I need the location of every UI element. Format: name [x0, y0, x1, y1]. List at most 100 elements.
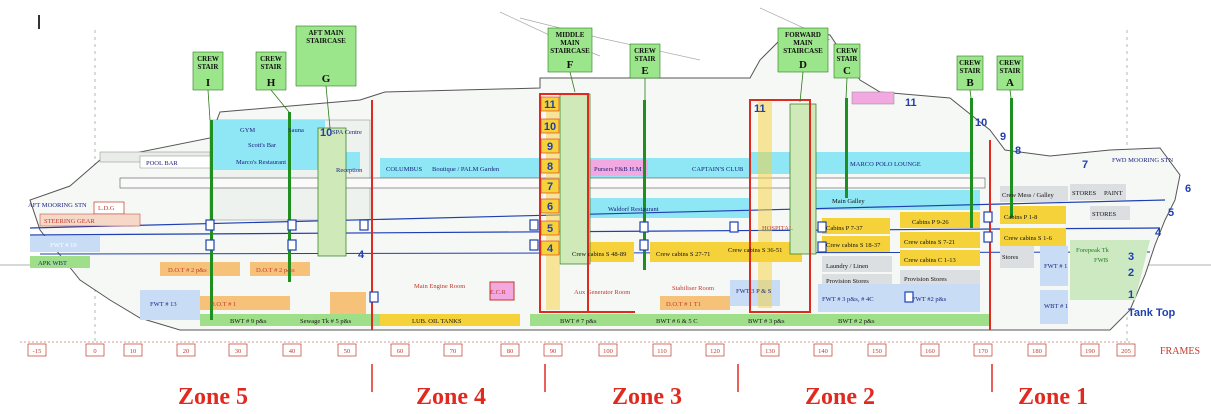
label-8: Boutique / PALM Garden — [432, 166, 500, 173]
crew-cabins-s-1-6 — [1000, 228, 1066, 246]
label-57: BWT # 2 p&s — [838, 318, 875, 325]
crew-stair-i-letter: I — [206, 77, 210, 89]
middle-main-staircase-f-letter: F — [567, 59, 574, 71]
label-51: BWT # 9 p&s — [230, 318, 267, 325]
label-49: D.O.T # 2 p&s — [256, 267, 295, 274]
label-19: Cabins P 7-37 — [826, 225, 863, 232]
fwt10-tank — [30, 236, 100, 252]
label-4: POOL BAR — [146, 160, 178, 167]
deck-number-fwd-8: 8 — [1015, 145, 1021, 157]
label-34: FWD MOORING STN — [1112, 157, 1173, 164]
deck-line-4 — [29, 227, 1161, 236]
svg-text:5: 5 — [547, 223, 553, 235]
frame-tick-40: 40 — [282, 343, 302, 357]
deck-number-mid-7: 7 — [540, 178, 560, 194]
frame-tick-50: 50 — [337, 343, 357, 357]
dot-lower-tank — [190, 296, 290, 310]
zone-separators — [371, 364, 993, 392]
svg-text:20: 20 — [183, 348, 190, 355]
bwt3-tank — [730, 314, 820, 326]
forward-main-staircase-d-text-2: MAIN — [793, 39, 812, 47]
frame-tick-80: 80 — [500, 343, 520, 357]
zone-5-label: Zone 5 — [178, 384, 249, 410]
crew-stair-h-text-1: CREW — [260, 55, 282, 63]
crew-stair-a-letter: A — [1006, 77, 1014, 89]
deck-number-mid-9: 9 — [540, 138, 560, 154]
label-53: LUB. OIL TANKS — [412, 318, 462, 325]
label-30: Provision Stores — [826, 278, 869, 285]
crew-stair-i-text-2: STAIR — [198, 63, 220, 71]
svg-text:10: 10 — [130, 348, 137, 355]
crew-stair-e-text-1: CREW — [634, 47, 656, 55]
svg-text:6: 6 — [547, 201, 553, 213]
label-25: Crew cabins C 1-13 — [904, 257, 956, 264]
crew-mess-galley-room — [1000, 186, 1068, 202]
label-16: PAINT — [1104, 190, 1123, 197]
label-5: Marco's Restaurant — [236, 159, 286, 166]
label-24: Crew cabins S 1-6 — [1004, 235, 1053, 242]
label-42: FWB — [1094, 257, 1109, 264]
label-29: Laundry / Linen — [826, 263, 869, 270]
svg-text:180: 180 — [1032, 348, 1042, 355]
aft-main-staircase-g-letter: G — [322, 73, 331, 85]
deck-markers — [205, 211, 993, 303]
waldorf-restaurant-area — [560, 198, 750, 218]
deck-number-extra-2: 11 — [754, 103, 766, 115]
deck-number-mid-8: 8 — [540, 158, 560, 174]
frame-tick-190: 190 — [1080, 343, 1100, 357]
label-56: BWT # 3 p&s — [748, 318, 785, 325]
svg-text:40: 40 — [289, 348, 296, 355]
zone-4-label: Zone 4 — [416, 384, 487, 410]
crew-cabins-c-1-13 — [900, 250, 980, 266]
bwt6-tank — [640, 314, 730, 326]
label-46: FWT # 13 — [150, 301, 177, 308]
crew-stair-i-text-1: CREW — [197, 55, 219, 63]
fwt13-tank — [140, 290, 200, 320]
svg-text:10: 10 — [544, 121, 556, 133]
dot-mid-tank — [250, 262, 310, 276]
deck-number-mid-10: 10 — [540, 118, 560, 134]
frame-tick-130: 130 — [760, 343, 780, 357]
label-48: D.O.T # 2 p&s — [168, 267, 207, 274]
label-23: Crew cabins S 7-21 — [904, 239, 955, 246]
label-28: Crew cabins S 36-51 — [728, 247, 782, 254]
frame-tick-70: 70 — [443, 343, 463, 357]
stores-paint-room — [1070, 184, 1126, 200]
svg-text:60: 60 — [397, 348, 404, 355]
deck-number-mid-4: 4 — [540, 240, 560, 256]
svg-text:50: 50 — [344, 348, 351, 355]
svg-text:140: 140 — [818, 348, 828, 355]
deck-number-fwd-9: 9 — [1000, 131, 1006, 143]
label-33: AFT MOORING STN — [28, 202, 87, 209]
crew-cabins-s-18-37 — [822, 236, 890, 252]
svg-text:4: 4 — [547, 243, 554, 255]
deck-number-mid-6: 6 — [540, 198, 560, 214]
forepeak-tank — [1070, 240, 1150, 300]
label-60: FWT # 1 — [1044, 263, 1067, 270]
aft-main-staircase-g-text-2: STAIRCASE — [306, 37, 346, 45]
gym-area — [210, 120, 325, 138]
label-35: L.D.G — [98, 205, 115, 212]
steering-gear-area — [39, 213, 141, 227]
label-7: COLUMBUS — [386, 166, 423, 173]
label-3: Scott's Bar — [248, 142, 277, 149]
svg-text:0: 0 — [93, 348, 96, 355]
svg-text:11: 11 — [544, 99, 556, 111]
cabins-p-9-26 — [900, 212, 980, 228]
bridge-box — [851, 91, 895, 105]
label-21: Cabins P 1-8 — [1004, 214, 1037, 221]
label-40: Stabiliser Room — [672, 285, 714, 292]
label-55: BWT # 6 & 5 C — [656, 318, 698, 325]
label-36: STEERING GEAR — [44, 218, 95, 225]
deck-number-mid-11: 11 — [540, 96, 560, 112]
label-59: FWT #2 p&s — [912, 296, 947, 303]
bwt7-tank — [530, 314, 640, 326]
frames-axis-title: FRAMES — [1160, 346, 1201, 357]
frame-tick-100: 100 — [598, 343, 618, 357]
